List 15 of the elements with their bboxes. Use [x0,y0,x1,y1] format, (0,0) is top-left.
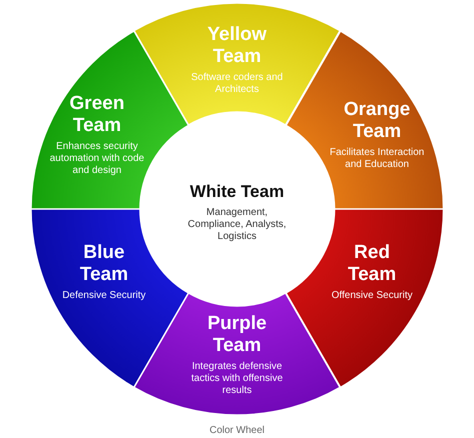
team-heading: Blue Team [78,242,130,286]
team-heading: Orange Team [342,98,412,143]
team-description: Enhances security automation with code and design [48,140,146,177]
team-description: Management, Compliance, Analysts, Logistics [187,207,287,243]
team-heading: Yellow Team [206,24,268,68]
team-description: Offensive Security [330,290,414,302]
team-description: Integrates defensive tactics with offensive results [190,360,284,397]
team-description: Facilitates Interaction and Education [328,146,426,171]
team-description: Defensive Security [61,290,147,302]
caption: Color Wheel [208,425,266,436]
team-heading: Purple Team [206,312,268,357]
team-heading: Red Team [346,242,398,286]
team-description: Software coders and Architects [190,72,284,96]
team-heading: Green Team [68,92,126,137]
team-heading: White Team [188,181,286,203]
